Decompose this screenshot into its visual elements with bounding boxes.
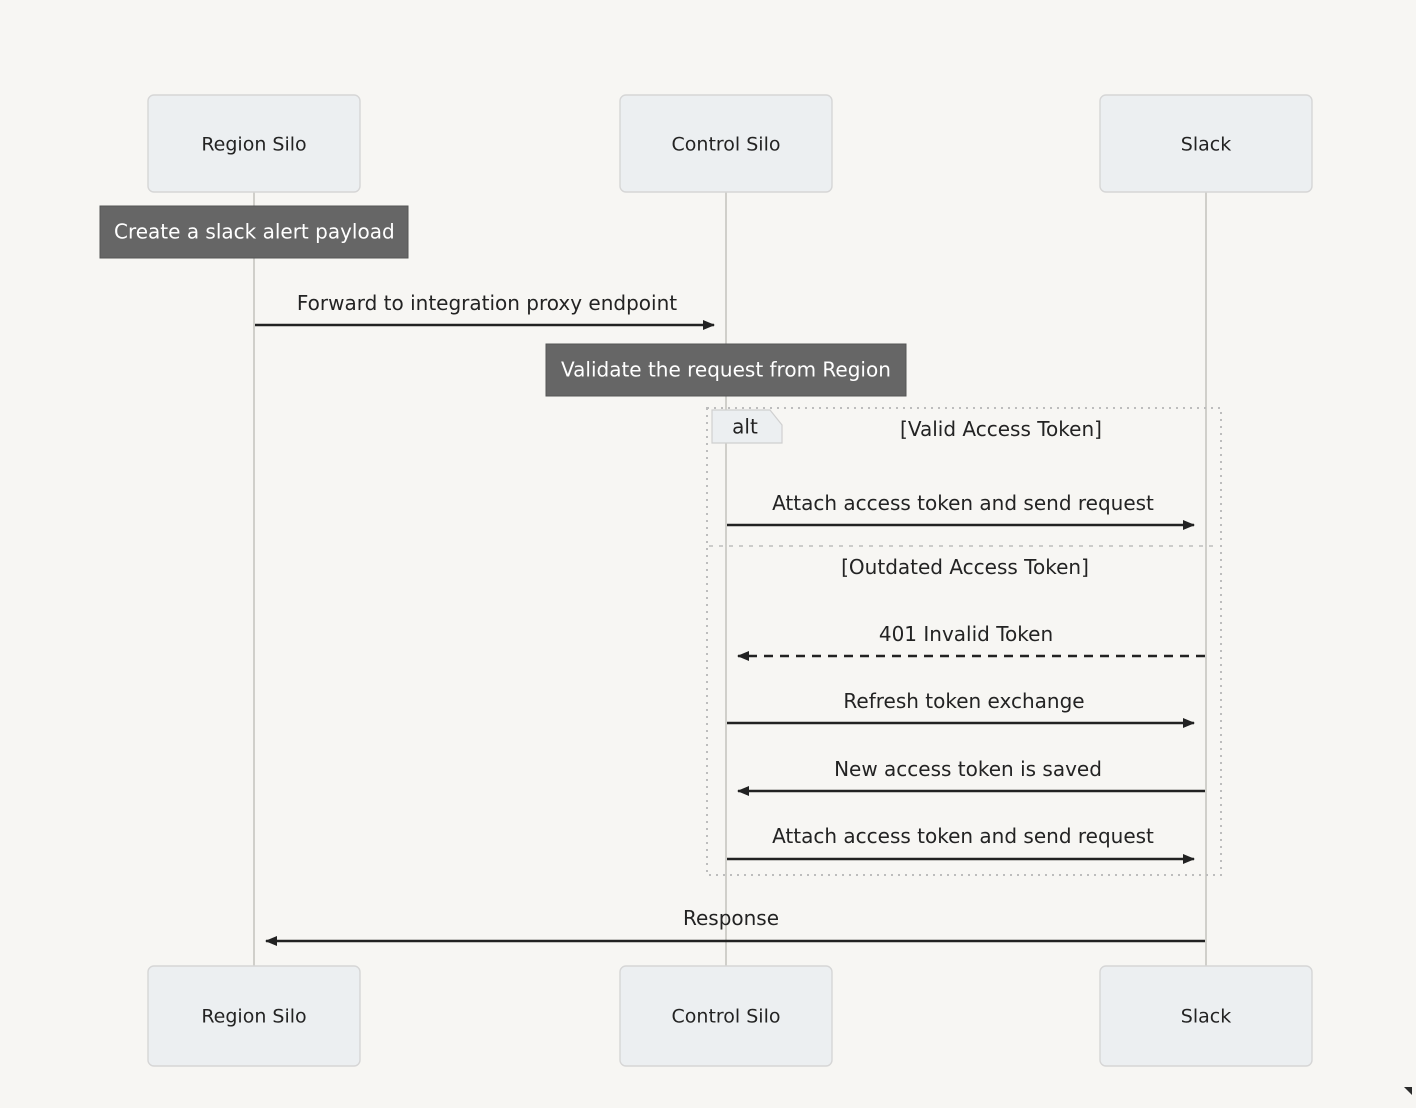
- actor-footer-slack[interactable]: Slack: [1099, 965, 1313, 1067]
- lifelines-group: [253, 192, 1207, 980]
- alt-branch-condition-valid: [Valid Access Token]: [900, 417, 1102, 441]
- note-create-payload-box: [99, 205, 409, 259]
- message-attach-outdated-label: Attach access token and send request: [772, 824, 1154, 848]
- message-new-token-label: New access token is saved: [834, 757, 1102, 781]
- note-validate-request-text: Validate the request from Region: [561, 358, 891, 382]
- actor-label-region-bottom: Region Silo: [201, 1006, 306, 1028]
- message-response-label: Response: [683, 906, 779, 930]
- note-validate-request-box: [545, 343, 907, 397]
- resize-handle-icon[interactable]: [1404, 1087, 1412, 1095]
- actor-header-region[interactable]: Region Silo: [147, 94, 361, 193]
- actor-box-region-top[interactable]: [147, 94, 361, 193]
- alt-tag-shape: [711, 409, 783, 444]
- actor-footer-control[interactable]: Control Silo: [619, 965, 833, 1067]
- actor-box-slack-top[interactable]: [1099, 94, 1313, 193]
- message-attach-valid-label: Attach access token and send request: [772, 491, 1154, 515]
- alt-branch-condition-outdated: [Outdated Access Token]: [841, 555, 1089, 579]
- message-response: Response: [265, 906, 1205, 946]
- message-attach-valid: Attach access token and send request: [727, 491, 1195, 530]
- actor-header-slack[interactable]: Slack: [1099, 94, 1313, 193]
- actor-box-slack-bottom[interactable]: [1099, 965, 1313, 1067]
- actor-label-region-top: Region Silo: [201, 134, 306, 156]
- resize-handle-glyph[interactable]: [1404, 1087, 1412, 1095]
- message-refresh: Refresh token exchange: [727, 689, 1195, 728]
- message-forward: Forward to integration proxy endpoint: [255, 291, 715, 330]
- actor-label-slack-top: Slack: [1181, 134, 1231, 156]
- message-new-token: New access token is saved: [737, 757, 1205, 796]
- alt-tag-label: alt: [732, 415, 758, 439]
- note-create-payload: Create a slack alert payload: [99, 205, 409, 259]
- message-refresh-label: Refresh token exchange: [843, 689, 1084, 713]
- actor-box-control-bottom[interactable]: [619, 965, 833, 1067]
- message-forward-label: Forward to integration proxy endpoint: [297, 291, 677, 315]
- note-validate-request: Validate the request from Region: [545, 343, 907, 397]
- message-401-label: 401 Invalid Token: [879, 622, 1053, 646]
- actor-header-control[interactable]: Control Silo: [619, 94, 833, 193]
- note-create-payload-text: Create a slack alert payload: [114, 220, 395, 244]
- actor-label-control-top: Control Silo: [672, 134, 781, 156]
- actor-footer-region[interactable]: Region Silo: [147, 965, 361, 1067]
- actor-box-region-bottom[interactable]: [147, 965, 361, 1067]
- actor-box-control-top[interactable]: [619, 94, 833, 193]
- alt-fragment: alt [Valid Access Token] [Outdated Acces…: [706, 407, 1222, 876]
- message-401: 401 Invalid Token: [737, 622, 1205, 661]
- actor-label-control-bottom: Control Silo: [672, 1006, 781, 1028]
- message-attach-outdated: Attach access token and send request: [727, 824, 1195, 864]
- actor-label-slack-bottom: Slack: [1181, 1006, 1231, 1028]
